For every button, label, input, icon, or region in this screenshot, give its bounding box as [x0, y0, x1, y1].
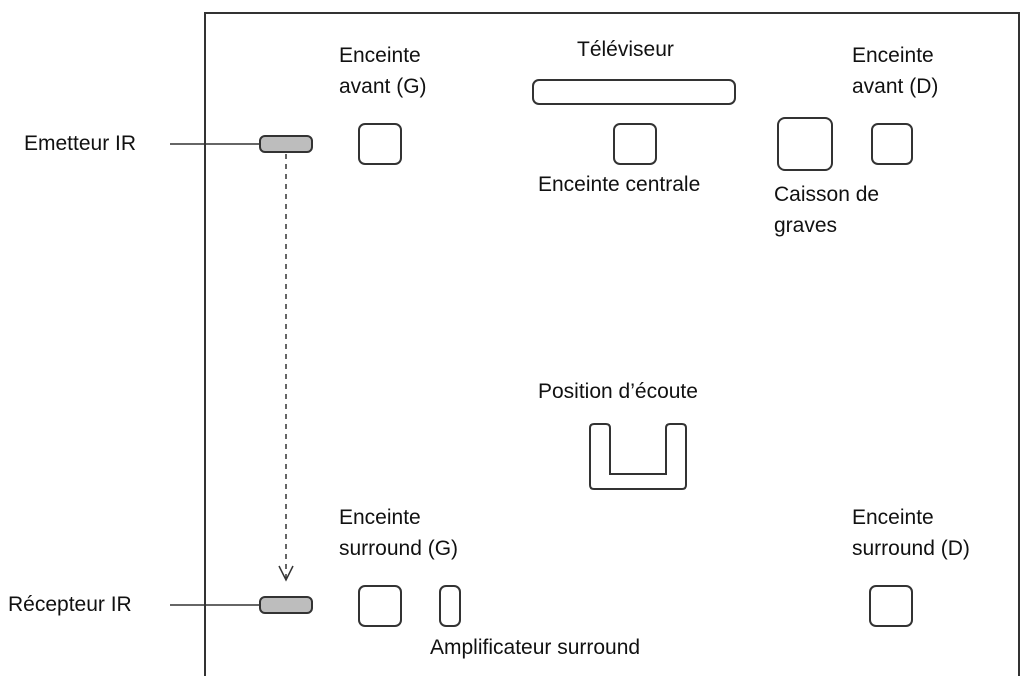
ir-emitter-shape [259, 135, 313, 153]
surround-left-speaker-shape [358, 585, 402, 627]
listening-position-shape [589, 423, 687, 490]
ir-signal-arrowhead [278, 565, 294, 582]
subwoofer-shape [777, 117, 833, 171]
center-speaker-shape [613, 123, 657, 165]
front-left-label-line2: avant (G) [339, 75, 427, 98]
surround-right-speaker-shape [869, 585, 913, 627]
room-outline [204, 12, 1020, 676]
tv-label: Téléviseur [577, 38, 674, 61]
subwoofer-label-line1: Caisson de [774, 183, 880, 206]
ir-receiver-shape [259, 596, 313, 614]
front-right-label: Enceinte avant (D) [852, 40, 938, 102]
surround-left-label: Enceinte surround (G) [339, 502, 458, 564]
tv-shape [532, 79, 736, 105]
front-right-label-line1: Enceinte [852, 44, 934, 67]
subwoofer-label-line2: graves [774, 214, 838, 237]
ir-emitter-label: Emetteur IR [24, 132, 137, 155]
center-speaker-label: Enceinte centrale [538, 173, 701, 196]
front-left-speaker-shape [358, 123, 402, 165]
surround-right-label: Enceinte surround (D) [852, 502, 970, 564]
surround-amplifier-shape [439, 585, 461, 627]
front-right-label-line2: avant (D) [852, 75, 939, 98]
surround-right-label-line2: surround (D) [852, 537, 970, 560]
listening-position-label: Position d’écoute [538, 380, 698, 403]
front-left-label: Enceinte avant (G) [339, 40, 427, 102]
surround-left-label-line1: Enceinte [339, 506, 421, 529]
surround-right-label-line1: Enceinte [852, 506, 934, 529]
front-left-label-line1: Enceinte [339, 44, 421, 67]
surround-left-label-line2: surround (G) [339, 537, 459, 560]
ir-receiver-label: Récepteur IR [8, 593, 132, 616]
front-right-speaker-shape [871, 123, 913, 165]
subwoofer-label: Caisson de graves [774, 179, 879, 241]
surround-amplifier-label: Amplificateur surround [430, 636, 641, 659]
